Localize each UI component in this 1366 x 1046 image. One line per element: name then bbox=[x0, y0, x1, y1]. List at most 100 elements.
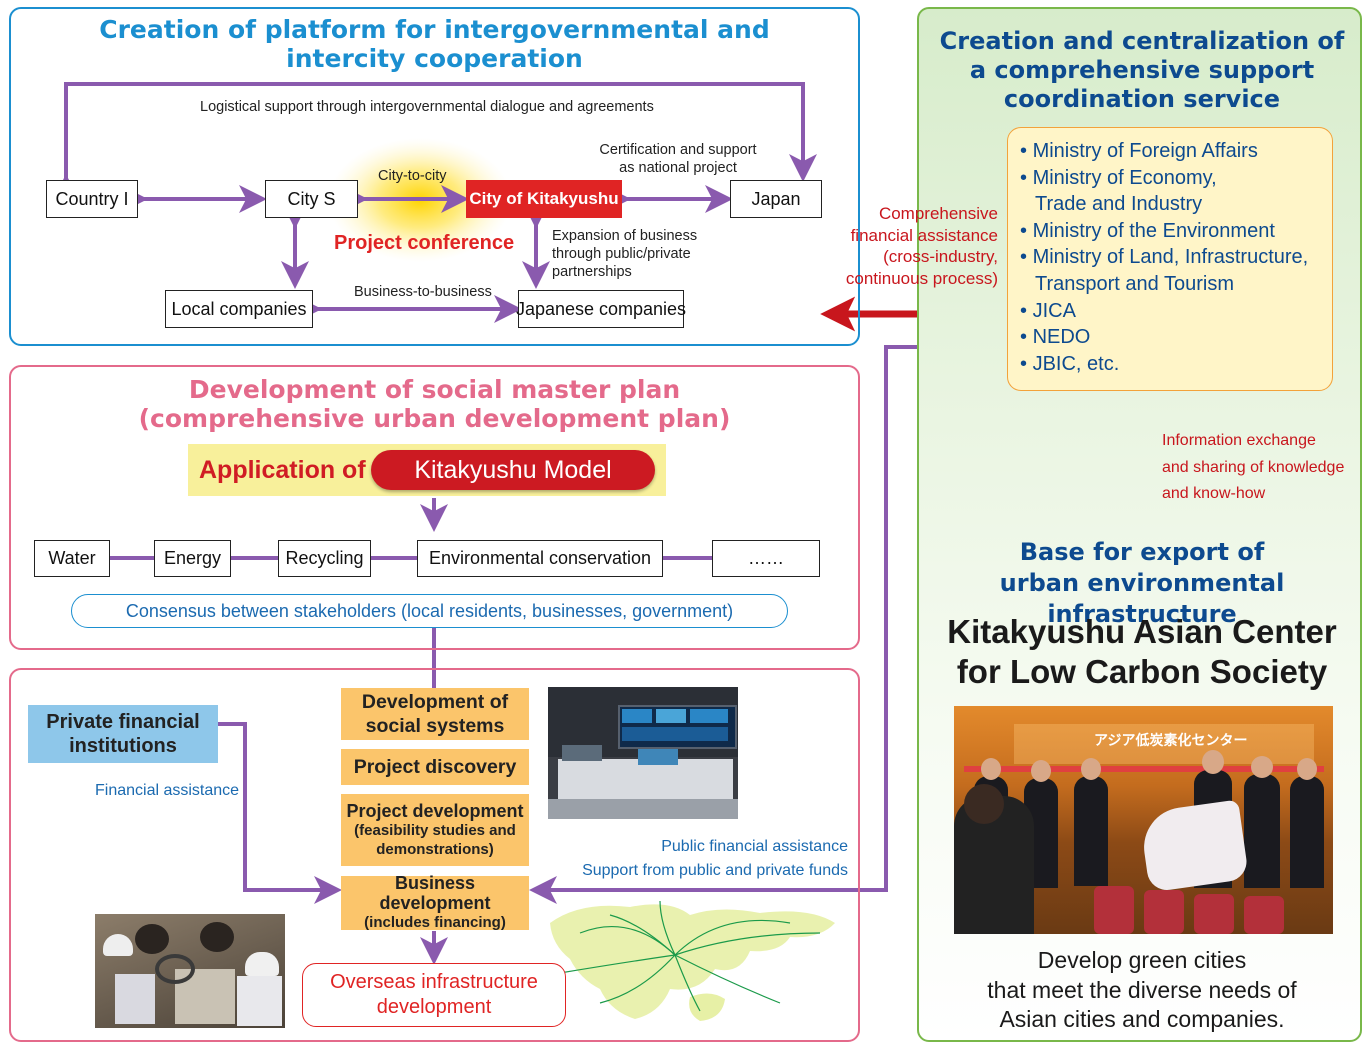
workers-photo bbox=[95, 914, 285, 1028]
pd-line3: demonstrations) bbox=[376, 840, 494, 858]
item-environmental-conservation: Environmental conservation bbox=[417, 540, 663, 577]
base-export-title: Base for export of urban environmental i… bbox=[917, 537, 1366, 630]
item-recycling: Recycling bbox=[278, 540, 371, 577]
kitakyushu-model-pill: Kitakyushu Model bbox=[371, 450, 655, 490]
logistical-support-arrow bbox=[52, 82, 817, 202]
develop-line3: Asian cities and companies. bbox=[999, 1006, 1285, 1032]
ministry-label: NEDO bbox=[1032, 326, 1091, 349]
platform-title: Creation of platform for intergovernment… bbox=[9, 15, 860, 73]
node-local-companies: Local companies bbox=[165, 290, 313, 328]
step-business-development: Business development (includes financing… bbox=[341, 873, 529, 931]
master-plan-title-line1: Development of social master plan bbox=[188, 375, 681, 404]
ministry-label: JICA bbox=[1032, 299, 1076, 322]
expansion-line1: Expansion of business bbox=[552, 228, 698, 244]
center-name: Kitakyushu Asian Center for Low Carbon S… bbox=[917, 612, 1366, 692]
ministry-item: • Ministry of Economy, bbox=[1020, 166, 1217, 189]
ministries-list: • Ministry of Foreign Affairs • Ministry… bbox=[1020, 138, 1308, 377]
control-room-photo bbox=[548, 687, 738, 819]
comprehensive-line3: (cross-industry, bbox=[883, 247, 998, 266]
ministry-item: • Ministry of the Environment bbox=[1020, 219, 1275, 242]
support-title-line2: a comprehensive support bbox=[969, 56, 1315, 84]
support-title-line3: coordination service bbox=[1003, 85, 1281, 113]
ministry-label: Trade and Industry bbox=[1035, 193, 1203, 216]
node-city-s: City S bbox=[265, 180, 358, 218]
application-of-label: Application of bbox=[199, 456, 366, 484]
ministry-label: Transport and Tourism bbox=[1035, 272, 1234, 295]
info-exchange-label: Information exchange and sharing of know… bbox=[1162, 428, 1344, 508]
ministry-item-continuation: Transport and Tourism bbox=[1020, 271, 1308, 298]
develop-line2: that meet the diverse needs of bbox=[987, 976, 1297, 1003]
public-line2: Support from public and private funds bbox=[582, 862, 848, 879]
comprehensive-line2: financial assistance bbox=[850, 225, 998, 245]
expansion-label: Expansion of business through public/pri… bbox=[552, 227, 697, 281]
base-line1: Base for export of bbox=[1019, 538, 1265, 566]
item-more: …… bbox=[712, 540, 820, 577]
ministries-box bbox=[1007, 127, 1333, 391]
support-title-line1: Creation and centralization of bbox=[939, 27, 1345, 55]
business-panel bbox=[9, 668, 860, 1042]
ministry-label: Ministry of Economy, bbox=[1032, 166, 1217, 189]
master-plan-title-line2: (comprehensive urban development plan) bbox=[138, 404, 731, 433]
social-line2: social systems bbox=[365, 715, 505, 737]
center-line1: Kitakyushu Asian Center bbox=[947, 613, 1337, 650]
ceremony-photo: アジア低炭素化センター bbox=[954, 706, 1333, 934]
ministry-item-continuation: Trade and Industry bbox=[1020, 191, 1308, 218]
b2b-label: Business-to-business bbox=[354, 284, 492, 300]
bd-line2: (includes financing) bbox=[364, 914, 506, 931]
bd-line1: Business development bbox=[379, 873, 491, 913]
step-social-systems: Development of social systems bbox=[341, 688, 529, 740]
overseas-line1: Overseas infrastructure bbox=[330, 971, 538, 993]
item-water: Water bbox=[34, 540, 110, 577]
expansion-line2: through public/private bbox=[552, 246, 691, 262]
project-conference-label: Project conference bbox=[334, 232, 515, 254]
node-country: Country I bbox=[46, 180, 138, 218]
step-project-development: Project development (feasibility studies… bbox=[341, 794, 529, 866]
certification-line1: Certification and support bbox=[599, 142, 757, 158]
public-financial-label: Public financial assistance Support from… bbox=[560, 835, 848, 883]
consensus-pill: Consensus between stakeholders (local re… bbox=[71, 594, 788, 628]
platform-title-line1: Creation of platform for intergovernment… bbox=[99, 15, 770, 44]
ministry-label: Ministry of Foreign Affairs bbox=[1032, 140, 1258, 162]
master-plan-panel bbox=[9, 365, 860, 650]
world-map-graphic bbox=[550, 900, 835, 1021]
city-to-city-label: City-to-city bbox=[378, 168, 447, 184]
certification-label: Certification and support as national pr… bbox=[596, 141, 760, 177]
private-line2: institutions bbox=[69, 735, 177, 757]
pd-line2: (feasibility studies and bbox=[354, 821, 516, 839]
pd-line1: Project development bbox=[346, 800, 524, 821]
overseas-line2: development bbox=[376, 996, 492, 1018]
overseas-infrastructure-box: Overseas infrastructure development bbox=[302, 963, 566, 1027]
ministry-label: Ministry of the Environment bbox=[1032, 219, 1275, 242]
ministry-label: JBIC, etc. bbox=[1032, 352, 1120, 375]
private-line1: Private financial bbox=[46, 711, 200, 733]
expansion-line3: partnerships bbox=[552, 264, 632, 280]
support-service-title: Creation and centralization of a compreh… bbox=[917, 27, 1366, 114]
item-energy: Energy bbox=[154, 540, 231, 577]
private-financial-arrow bbox=[218, 722, 342, 904]
node-japan: Japan bbox=[730, 180, 822, 218]
base-line2: urban environmental infrastructure bbox=[999, 569, 1285, 628]
center-line2: for Low Carbon Society bbox=[956, 653, 1328, 690]
private-financial-box: Private financial institutions bbox=[28, 705, 218, 763]
node-kitakyushu: City of Kitakyushu bbox=[466, 180, 622, 218]
logistical-label: Logistical support through intergovernme… bbox=[200, 99, 654, 115]
comprehensive-assistance-label: Comprehensive financial assistance (cros… bbox=[820, 203, 998, 289]
info-line2: and sharing of knowledge bbox=[1162, 458, 1345, 476]
develop-green-cities-text: Develop green cities that meet the diver… bbox=[917, 946, 1366, 1035]
ministry-item: • NEDO bbox=[1020, 326, 1091, 349]
platform-panel bbox=[9, 7, 860, 346]
ministry-label: Ministry of Land, Infrastructure, bbox=[1032, 246, 1309, 269]
public-line1: Public financial assistance bbox=[661, 838, 848, 855]
certification-line2: as national project bbox=[619, 160, 737, 176]
master-plan-title: Development of social master plan (compr… bbox=[9, 375, 860, 433]
develop-line1: Develop green cities bbox=[1037, 947, 1247, 973]
financial-assistance-label: Financial assistance bbox=[95, 782, 240, 799]
ceremony-sign-text: アジア低炭素化センター bbox=[1094, 733, 1248, 749]
info-line3: and know-how bbox=[1162, 485, 1266, 502]
social-line1: Development of bbox=[361, 691, 509, 713]
comprehensive-line4: continuous process) bbox=[845, 268, 998, 288]
node-japanese-companies: Japanese companies bbox=[516, 290, 686, 328]
info-line1: Information exchange bbox=[1162, 432, 1316, 449]
platform-title-line2: intercity cooperation bbox=[286, 44, 583, 73]
ministry-item: • Ministry of Land, Infrastructure, bbox=[1020, 246, 1309, 269]
